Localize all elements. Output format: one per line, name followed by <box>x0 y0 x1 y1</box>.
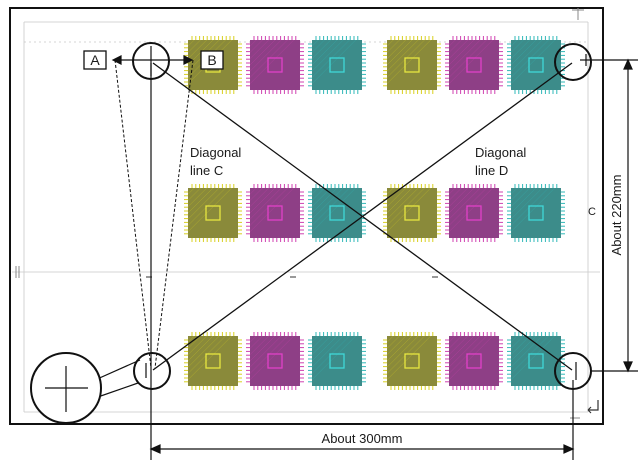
magenta-patch <box>246 36 304 94</box>
label-a: A <box>90 52 100 68</box>
label-c: C <box>588 206 596 218</box>
magenta-patch <box>445 184 503 242</box>
paper-sheet <box>9 7 604 425</box>
dashed-lines <box>114 59 194 369</box>
height-dimension-label: About 220mm <box>609 175 624 256</box>
cyan-patch <box>308 36 366 94</box>
circle-top-right <box>554 43 592 81</box>
magenta-patch <box>445 332 503 390</box>
height-dimension <box>591 58 638 373</box>
diagonal-lines <box>152 62 573 371</box>
yellow-patch <box>184 184 242 242</box>
diagonal-d-label-line1: Diagonal <box>475 145 526 160</box>
yellow-patch <box>383 184 441 242</box>
diagonal-line-d <box>152 62 573 371</box>
circle-crosshairs <box>137 46 590 380</box>
cyan-patch <box>507 36 565 94</box>
cyan-patch <box>507 184 565 242</box>
magenta-patch <box>246 184 304 242</box>
label-b-box <box>200 50 224 70</box>
cyan-patch <box>507 332 565 390</box>
label-b: B <box>207 52 216 68</box>
cyan-patch <box>308 332 366 390</box>
offset-arrows <box>111 55 194 65</box>
magenta-patch <box>246 332 304 390</box>
width-dimension-label: About 300mm <box>322 431 403 446</box>
diagonal-d-label-line2: line D <box>475 163 508 178</box>
magenta-patch <box>445 36 503 94</box>
circle-bottom-left <box>133 352 171 390</box>
yellow-patch <box>383 332 441 390</box>
magnified-view <box>30 352 141 424</box>
label-a-box <box>83 50 107 70</box>
cyan-patch <box>308 184 366 242</box>
circle-top-left <box>132 42 170 80</box>
yellow-patch <box>184 332 242 390</box>
diagonal-c-label-line1: Diagonal <box>190 145 241 160</box>
small-scale-text <box>146 276 438 278</box>
yellow-patch <box>383 36 441 94</box>
width-dimension <box>149 380 575 460</box>
corner-return-icon <box>587 400 599 414</box>
center-line-marks <box>15 8 584 278</box>
diagonal-c-label-line2: line C <box>190 163 223 178</box>
color-patch-grid <box>184 36 565 390</box>
